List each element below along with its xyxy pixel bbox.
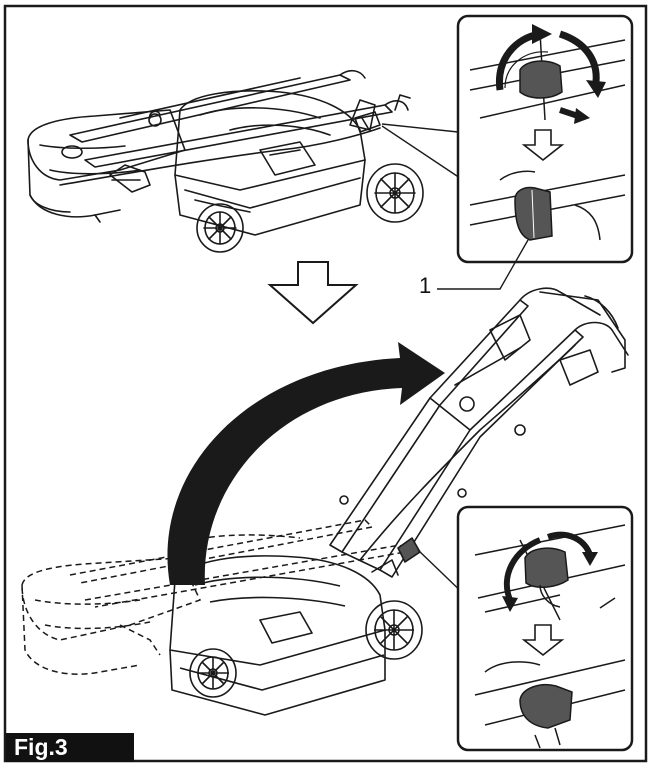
rotate-arrows-icon <box>495 24 606 124</box>
front-wheel-top <box>196 203 244 253</box>
rear-wheel-top <box>366 163 424 223</box>
detail-panel-bottom <box>456 505 634 752</box>
lever-locked-bottom <box>474 659 626 749</box>
callout-number-1: 1 <box>419 273 432 298</box>
front-wheel-bottom <box>189 648 237 698</box>
mower-deck-top <box>174 90 366 236</box>
rear-wheel-bottom <box>365 600 423 660</box>
handle-rails-folded <box>59 69 409 193</box>
grass-box <box>27 109 186 223</box>
mower-folded <box>27 69 424 253</box>
lever-unlock-rotate <box>474 524 626 621</box>
figure-label: Fig.3 <box>6 733 134 762</box>
step-down-arrow-icon <box>267 261 359 325</box>
lock-lever-released <box>469 170 626 241</box>
rotate-arrows-bottom-icon <box>502 531 598 612</box>
leader-top <box>381 123 461 179</box>
down-arrow-outline-bottom-icon <box>521 624 565 657</box>
figure-border <box>3 4 648 763</box>
callout-leader <box>437 239 529 290</box>
down-arrow-outline-icon <box>521 129 565 162</box>
handle-upright <box>329 287 629 578</box>
detail-panel-top <box>456 14 634 264</box>
curved-arrow-icon <box>167 342 445 585</box>
lock-lever-locked <box>469 31 626 121</box>
mower-deck-bottom <box>169 544 393 716</box>
ghost-folded-outline <box>21 519 407 675</box>
